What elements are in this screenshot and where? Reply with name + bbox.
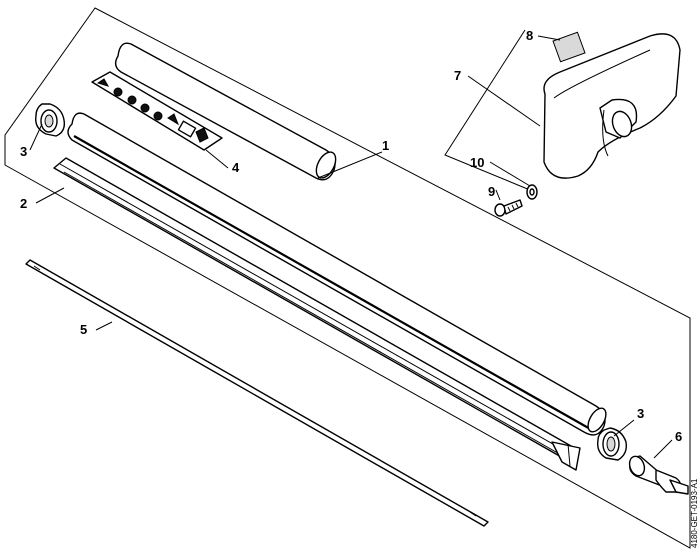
shaft-end-plug <box>628 455 689 495</box>
guard-screw <box>494 199 523 217</box>
shaft-tube <box>114 42 337 181</box>
warning-label <box>91 71 223 151</box>
shaft-end-sleeve-left <box>35 103 66 137</box>
guard-group-bracket <box>444 29 531 191</box>
callout-6: 6 <box>675 429 682 444</box>
guard-washer <box>526 184 538 200</box>
guard-label <box>552 31 586 63</box>
callout-5: 5 <box>80 322 87 337</box>
leader-lines <box>29 35 673 459</box>
callout-8: 8 <box>526 28 533 43</box>
assembly-outline <box>4 7 691 549</box>
callout-7: 7 <box>454 68 461 83</box>
shaft-end-sleeve-right <box>596 427 628 461</box>
callout-2: 2 <box>20 196 27 211</box>
callout-4: 4 <box>232 160 240 175</box>
drive-shaft <box>25 259 489 527</box>
deflector-guard <box>543 33 681 179</box>
shaft-liner <box>67 112 607 436</box>
callout-9: 9 <box>488 184 495 199</box>
callout-1: 1 <box>382 138 389 153</box>
shaft-profile <box>53 157 581 471</box>
callout-3-right: 3 <box>637 406 644 421</box>
callout-3-left: 3 <box>20 144 27 159</box>
callout-10: 10 <box>470 155 484 170</box>
drawing-code: 4180-GET-0193-A1 <box>690 478 699 548</box>
